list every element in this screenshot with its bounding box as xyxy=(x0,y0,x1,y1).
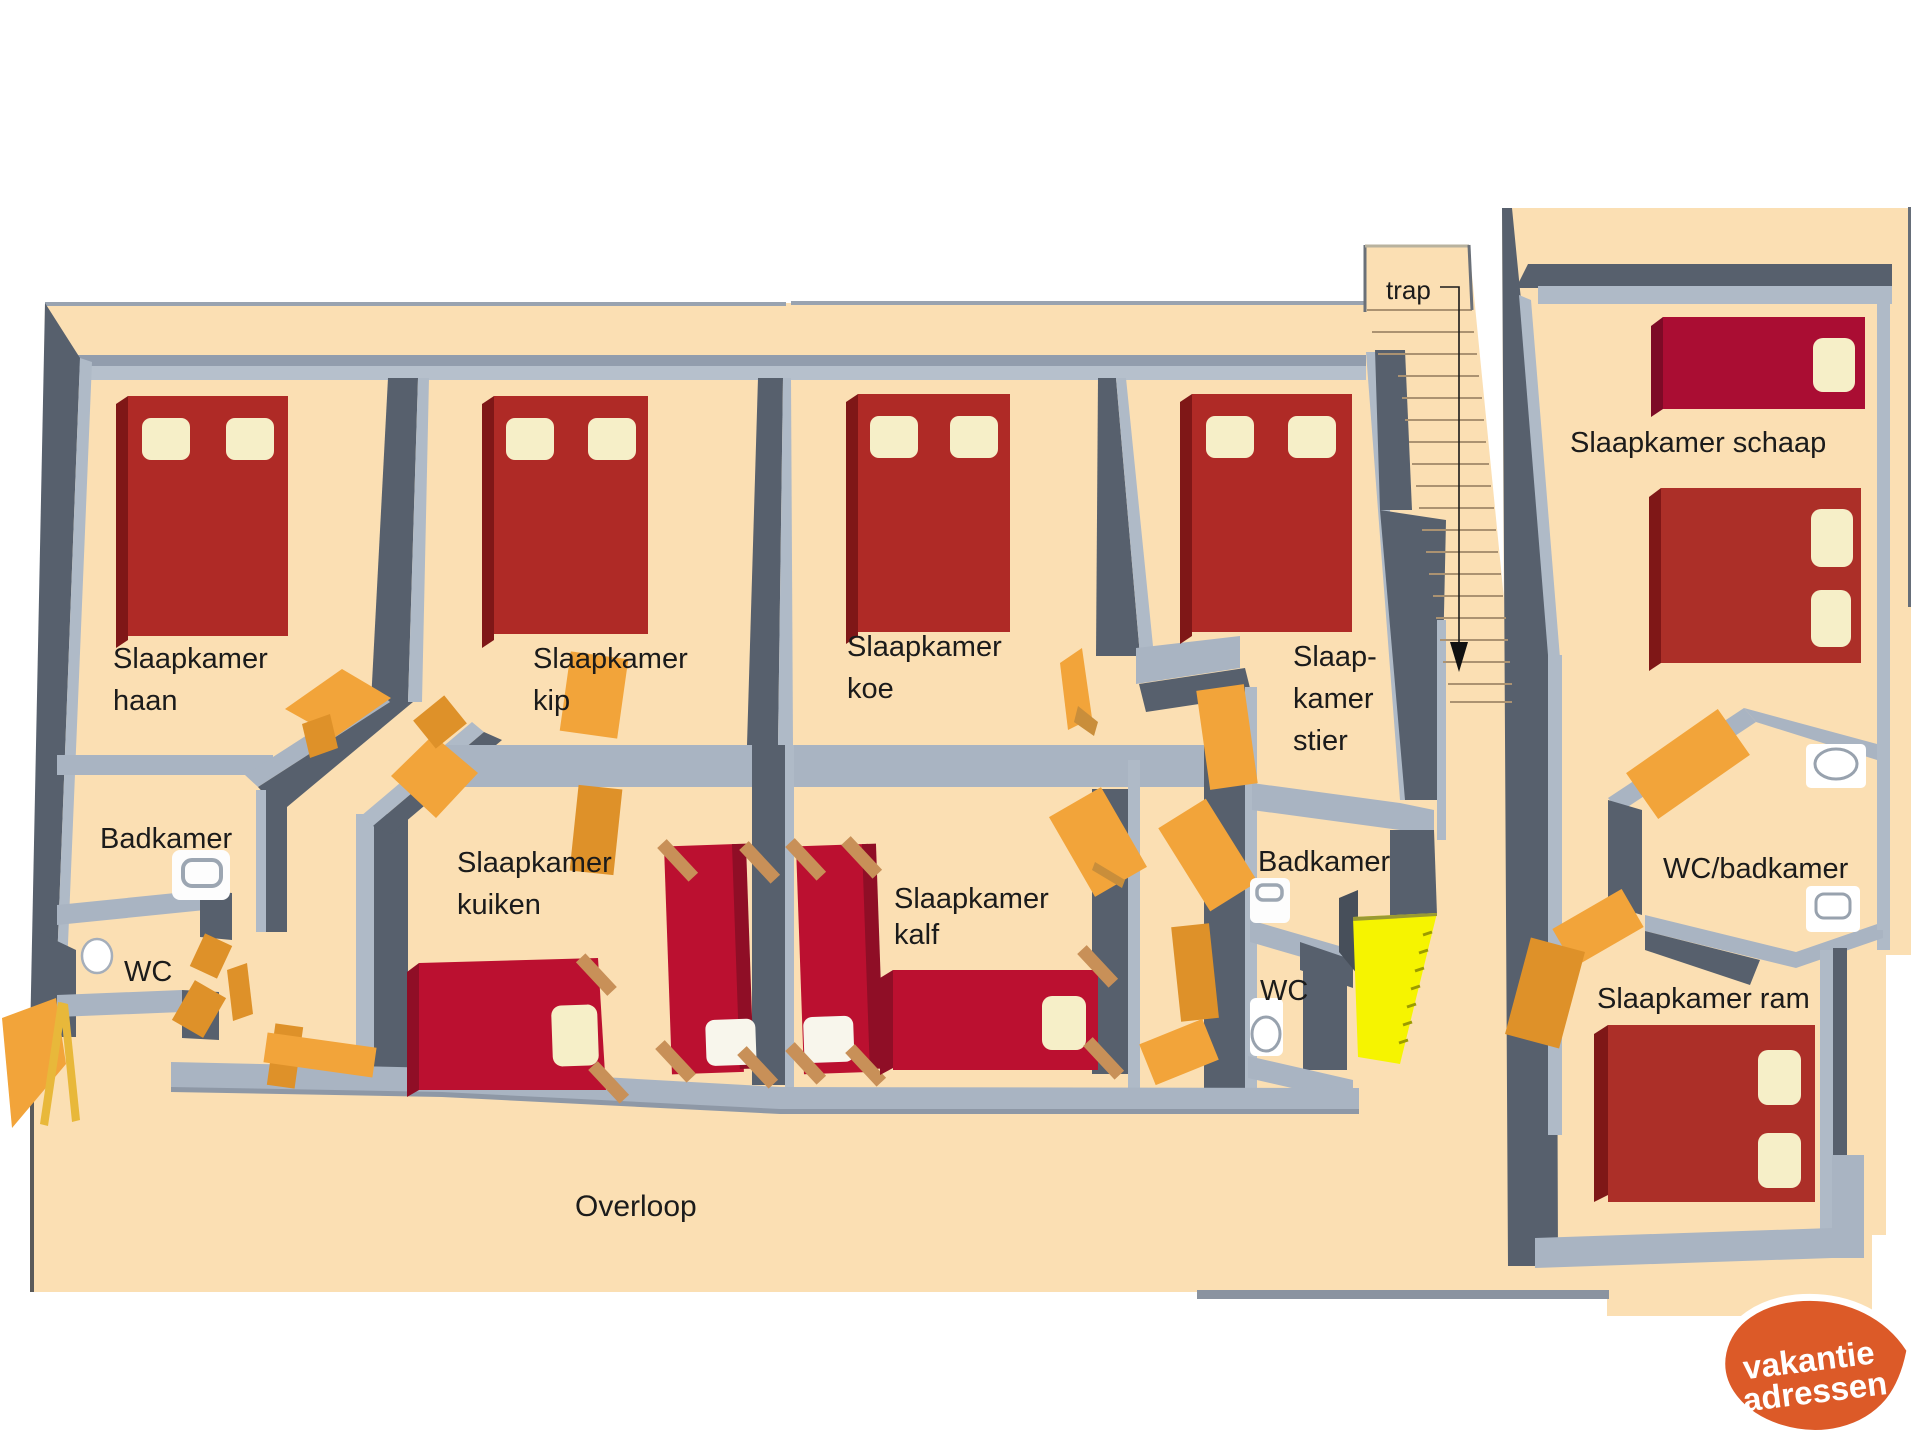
svg-text:Slaapkamer: Slaapkamer xyxy=(894,883,1049,915)
svg-text:stier: stier xyxy=(1293,725,1348,757)
svg-text:koe: koe xyxy=(847,673,894,705)
svg-text:Slaapkamer ram: Slaapkamer ram xyxy=(1597,983,1810,1015)
svg-text:Slaapkamer: Slaapkamer xyxy=(113,643,268,675)
svg-text:kuiken: kuiken xyxy=(457,889,541,921)
svg-text:WC: WC xyxy=(124,956,172,988)
svg-text:kip: kip xyxy=(533,685,570,717)
svg-text:Slaapkamer: Slaapkamer xyxy=(457,847,612,879)
svg-text:kalf: kalf xyxy=(894,919,940,951)
svg-text:Slaapkamer: Slaapkamer xyxy=(847,631,1002,663)
svg-text:WC: WC xyxy=(1260,975,1308,1007)
svg-text:Overloop: Overloop xyxy=(575,1190,697,1223)
svg-text:WC/badkamer: WC/badkamer xyxy=(1663,853,1849,885)
svg-text:Slaap-: Slaap- xyxy=(1293,641,1377,673)
svg-text:haan: haan xyxy=(113,685,178,717)
svg-text:Slaapkamer: Slaapkamer xyxy=(533,643,688,675)
svg-text:kamer: kamer xyxy=(1293,683,1374,715)
svg-text:trap: trap xyxy=(1386,275,1431,305)
svg-text:Slaapkamer schaap: Slaapkamer schaap xyxy=(1570,427,1826,459)
svg-text:Badkamer: Badkamer xyxy=(100,823,233,855)
svg-text:Badkamer: Badkamer xyxy=(1258,846,1391,878)
